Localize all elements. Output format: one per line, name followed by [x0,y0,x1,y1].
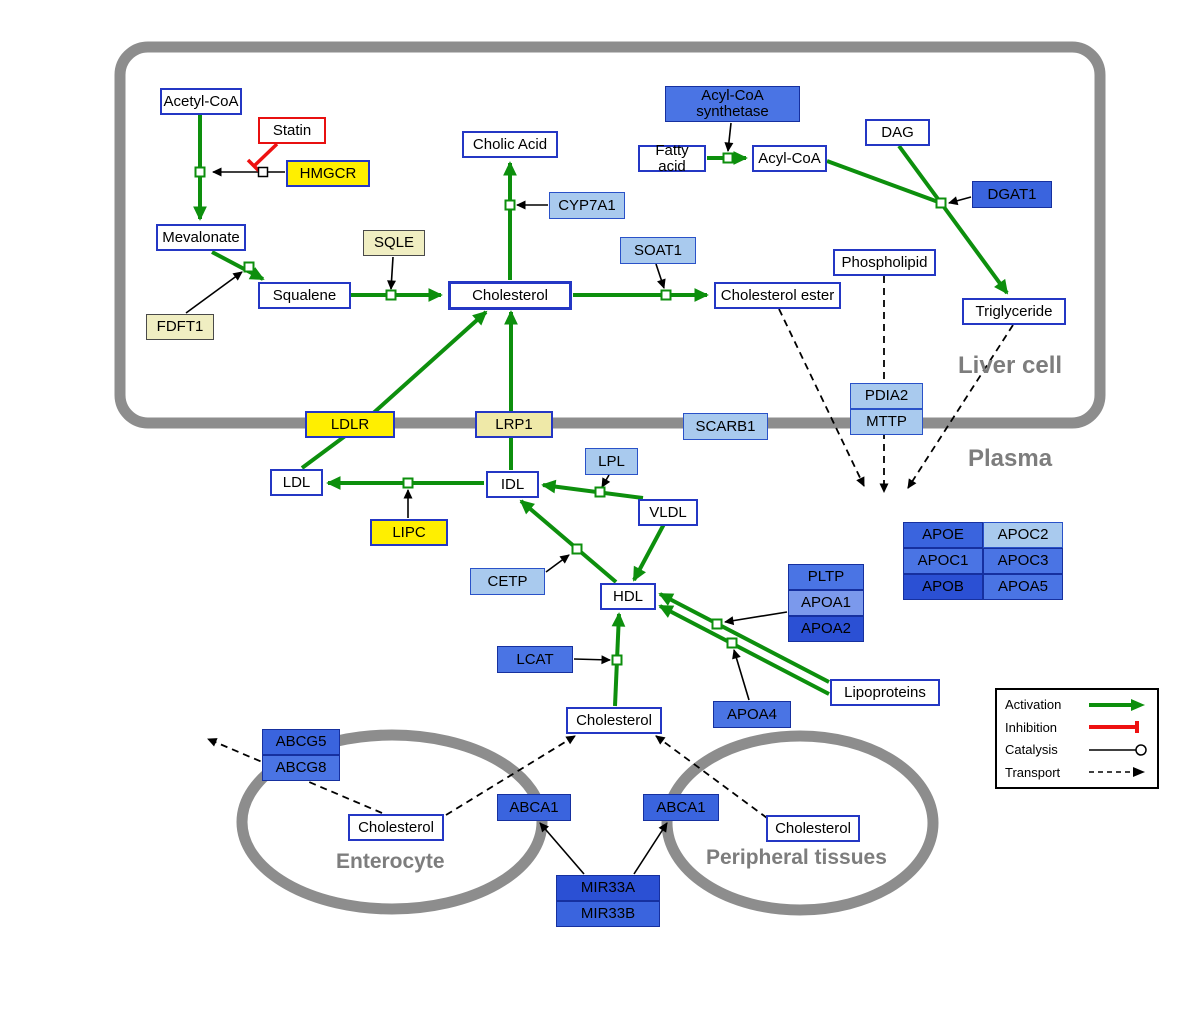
node-sqle[interactable]: SQLE [363,230,425,256]
legend-catalysis-label: Catalysis [1005,742,1058,758]
catalysis-circle-icon [1089,744,1147,756]
node-lipc[interactable]: LIPC [370,519,448,546]
enterocyte-outline [236,729,548,915]
node-mevalonate[interactable]: Mevalonate [156,224,246,251]
node-triglyceride[interactable]: Triglyceride [962,298,1066,325]
node-mir33b[interactable]: MIR33B [556,901,660,927]
legend-inhibition-label: Inhibition [1005,719,1058,735]
enterocyte-label: Enterocyte [336,850,445,873]
compartment-outlines [114,41,1106,916]
legend-activation-label: Activation [1005,697,1062,712]
node-mttp[interactable]: MTTP [850,409,923,435]
node-lcat[interactable]: LCAT [497,646,573,673]
node-apoa4[interactable]: APOA4 [713,701,791,728]
legend: Activation Inhibition Catalysis Transpor… [995,688,1159,789]
node-acyl-coa-synthetase[interactable]: Acyl-CoA synthetase [665,86,800,122]
node-apoa2[interactable]: APOA2 [788,616,864,642]
node-hmgcr[interactable]: HMGCR [286,160,370,187]
transport-dashed-arrow-icon [1089,767,1145,778]
node-cholesterol-peripheral[interactable]: Cholesterol [766,815,860,842]
node-soat1[interactable]: SOAT1 [620,237,696,264]
node-vldl[interactable]: VLDL [638,499,698,526]
liver-cell-label: Liver cell [958,352,1063,379]
node-abcg5[interactable]: ABCG5 [262,729,340,755]
catalysis-edges [185,122,972,875]
node-apob[interactable]: APOB [903,574,983,600]
legend-transport-label: Transport [1005,764,1061,780]
node-phospholipid[interactable]: Phospholipid [833,249,936,276]
node-cholic-acid[interactable]: Cholic Acid [462,131,558,158]
node-cholesterol-ester[interactable]: Cholesterol ester [714,282,841,309]
legend-catalysis: Catalysis [1005,742,1149,757]
node-scarb1[interactable]: SCARB1 [683,413,768,440]
legend-activation: Activation [1005,697,1149,712]
node-apoa5[interactable]: APOA5 [983,574,1063,600]
node-apoe[interactable]: APOE [903,522,983,548]
legend-transport: Transport [1005,765,1149,780]
liver-cell-outline [114,41,1106,429]
node-lpl[interactable]: LPL [585,448,638,475]
node-cholesterol-enterocyte[interactable]: Cholesterol [348,814,444,841]
node-fatty-acid[interactable]: Fatty acid [638,142,706,174]
node-cholesterol-plasma[interactable]: Cholesterol [566,707,662,734]
node-lrp1[interactable]: LRP1 [475,411,553,438]
node-pdia2[interactable]: PDIA2 [850,383,923,409]
peripheral-tissues-label: Peripheral tissues [706,846,887,869]
node-apoc1[interactable]: APOC1 [903,548,983,574]
node-squalene[interactable]: Squalene [258,282,351,309]
node-apoc2[interactable]: APOC2 [983,522,1063,548]
node-apoc3[interactable]: APOC3 [983,548,1063,574]
node-dag[interactable]: DAG [865,119,930,146]
node-lipoproteins[interactable]: Lipoproteins [830,679,940,706]
node-ldl[interactable]: LDL [270,469,323,496]
node-hdl[interactable]: HDL [600,583,656,610]
node-statin[interactable]: Statin [258,117,326,144]
node-idl[interactable]: IDL [486,471,539,498]
node-mir33a[interactable]: MIR33A [556,875,660,901]
node-abcg8[interactable]: ABCG8 [262,755,340,781]
node-ldlr[interactable]: LDLR [305,411,395,438]
activation-arrow-icon [1089,698,1145,711]
node-cholesterol-liver[interactable]: Cholesterol [448,281,572,310]
node-acyl-coa[interactable]: Acyl-CoA [752,145,827,172]
node-dgat1[interactable]: DGAT1 [972,181,1052,208]
node-apoa1[interactable]: APOA1 [788,590,864,616]
plasma-label: Plasma [968,445,1053,472]
node-cyp7a1[interactable]: CYP7A1 [549,192,625,219]
reaction-nodes [194,152,947,666]
node-abca1-peripheral[interactable]: ABCA1 [643,794,719,821]
node-cetp[interactable]: CETP [470,568,545,595]
node-acetyl-coa[interactable]: Acetyl-CoA [160,88,242,115]
legend-inhibition: Inhibition [1005,720,1149,735]
node-abca1-enterocyte[interactable]: ABCA1 [497,794,571,821]
node-fdft1[interactable]: FDFT1 [146,314,214,340]
node-pltp[interactable]: PLTP [788,564,864,590]
inhibition-tbar-icon [1089,721,1139,734]
